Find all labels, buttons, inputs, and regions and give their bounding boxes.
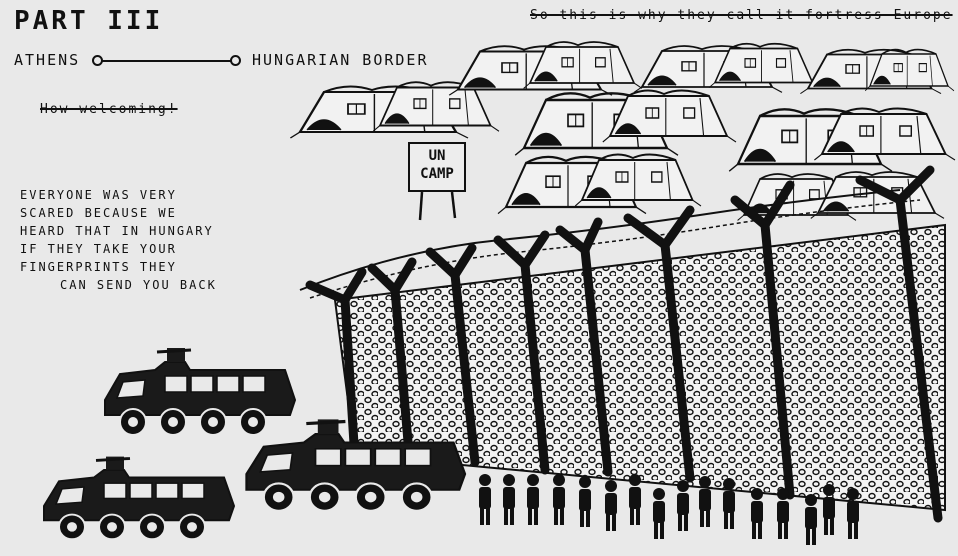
story-line: SCARED BECAUSE WE [20,206,177,220]
crossed-out-welcome: How welcoming! [40,102,178,117]
story-line: EVERYONE WAS VERY [20,188,177,202]
route-origin: ATHENS [14,51,81,69]
story-line: FINGERPRINTS THEY [20,260,177,274]
crossed-out-fortress: So this is why they call it fortress Eur… [530,8,953,23]
border-fence [299,165,946,523]
story-line: IF THEY TAKE YOUR [20,242,177,256]
route-line [96,60,234,62]
story-line: HEARD THAT IN HUNGARY [20,224,214,238]
story-line: CAN SEND YOU BACK [60,278,217,292]
sign-line-1: UN [428,148,446,164]
sign-line-2: CAMP [420,166,454,182]
route-start-dot [92,55,103,66]
story-text: EVERYONE WAS VERY SCARED BECAUSE WE HEAR… [20,186,250,294]
route-destination: HUNGARIAN BORDER [252,51,429,69]
un-camp-sign: UN CAMP [408,142,466,192]
page-title: PART III [14,6,164,36]
sign-post [418,191,457,221]
route-end-dot [230,55,241,66]
